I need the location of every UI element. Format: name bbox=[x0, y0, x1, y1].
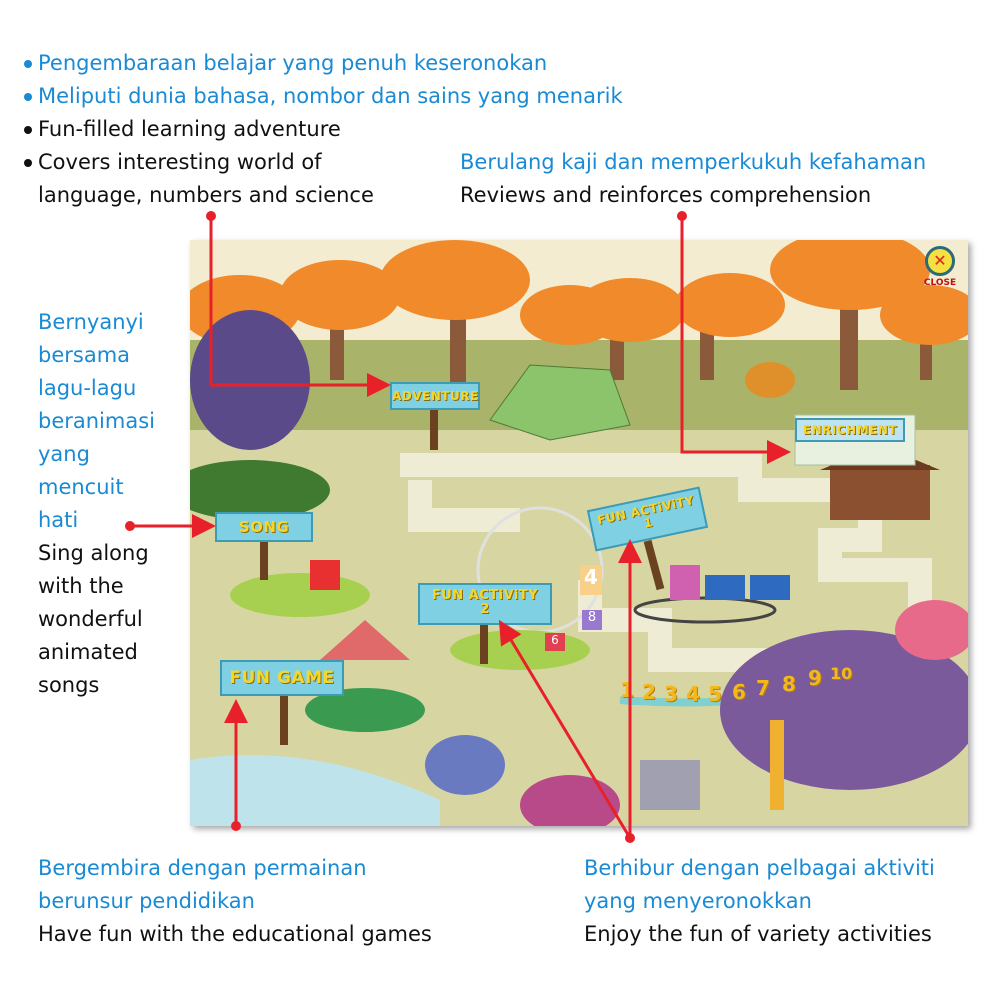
arrow-enrichment bbox=[680, 216, 791, 464]
flag-8: 8 bbox=[582, 610, 602, 630]
sign-post bbox=[280, 695, 288, 745]
intro-en-1: Fun-filled learning adventure bbox=[38, 117, 341, 141]
intro-ms-1: Pengembaraan belajar yang penuh keserono… bbox=[38, 51, 548, 75]
song-note-en: wonderful bbox=[38, 607, 143, 631]
arrow-dot bbox=[206, 211, 216, 221]
track-number: 8 bbox=[782, 672, 796, 696]
bullet-icon bbox=[24, 93, 32, 101]
track-number: 4 bbox=[686, 682, 700, 706]
track-number: 2 bbox=[642, 680, 656, 704]
song-note: Bernyanyi bersama lagu-lagu beranimasi y… bbox=[38, 306, 155, 702]
game-note-en: Have fun with the educational games bbox=[38, 922, 432, 946]
arrow-fun-activity-2 bbox=[498, 619, 632, 839]
track-number: 7 bbox=[756, 676, 770, 700]
track-number: 5 bbox=[708, 682, 722, 706]
fun-activity-2-number: 2 bbox=[480, 601, 490, 617]
flag-4: 4 bbox=[580, 565, 602, 595]
track-number: 6 bbox=[732, 680, 746, 704]
bullet-icon bbox=[24, 159, 32, 167]
close-circle: ✕ bbox=[925, 246, 955, 276]
track-number: 9 bbox=[808, 666, 822, 690]
arrow-dot bbox=[231, 821, 241, 831]
game-note-ms-1: Bergembira dengan permainan bbox=[38, 856, 367, 880]
fun-activity-2-label: FUN ACTiViTY bbox=[431, 588, 539, 603]
song-note-ms: Bernyanyi bbox=[38, 310, 144, 334]
track-number: 10 bbox=[830, 664, 853, 683]
arrow-adventure bbox=[209, 216, 391, 397]
intro-en-2: Covers interesting world of bbox=[38, 150, 322, 174]
intro-ms-2: Meliputi dunia bahasa, nombor dan sains … bbox=[38, 84, 623, 108]
song-note-en: with the bbox=[38, 574, 124, 598]
game-map-screenshot: ✕ CLOSE ADVENTURE ENRICHMENT SONG FUN AC… bbox=[190, 240, 968, 826]
arrow-dot bbox=[625, 833, 635, 843]
game-note-ms-2: berunsur pendidikan bbox=[38, 889, 255, 913]
sign-post bbox=[480, 624, 488, 664]
song-note-en: songs bbox=[38, 673, 100, 697]
close-label: CLOSE bbox=[923, 278, 957, 288]
song-note-ms: yang bbox=[38, 442, 90, 466]
arrow-dot bbox=[677, 211, 687, 221]
enrichment-sign[interactable]: ENRICHMENT bbox=[795, 418, 905, 442]
adventure-sign[interactable]: ADVENTURE bbox=[390, 382, 480, 410]
sign-post bbox=[260, 540, 268, 580]
fun-activity-2-sign[interactable]: FUN ACTiViTY 2 bbox=[418, 583, 552, 625]
activity-note-en: Enjoy the fun of variety activities bbox=[584, 922, 932, 946]
arrow-dot bbox=[125, 521, 135, 531]
activity-note-ms-1: Berhibur dengan pelbagai aktiviti bbox=[584, 856, 935, 880]
bullet-icon bbox=[24, 60, 32, 68]
song-note-ms: beranimasi bbox=[38, 409, 155, 433]
game-scenery bbox=[190, 240, 968, 826]
activity-note-ms-2: yang menyeronokkan bbox=[584, 889, 812, 913]
song-note-ms: mencuit bbox=[38, 475, 124, 499]
song-note-ms: hati bbox=[38, 508, 79, 532]
bullet-icon bbox=[24, 126, 32, 134]
song-sign[interactable]: SONG bbox=[215, 512, 313, 542]
enrichment-note-ms: Berulang kaji dan memperkukuh kefahaman bbox=[460, 150, 927, 174]
song-note-ms: bersama bbox=[38, 343, 131, 367]
song-note-ms: lagu-lagu bbox=[38, 376, 137, 400]
enrichment-note-en: Reviews and reinforces comprehension bbox=[460, 183, 872, 207]
sign-post bbox=[430, 410, 438, 450]
flag-6: 6 bbox=[545, 633, 565, 651]
song-note-en: Sing along bbox=[38, 541, 149, 565]
close-button[interactable]: ✕ CLOSE bbox=[918, 246, 962, 292]
intro-en-2-cont: language, numbers and science bbox=[38, 183, 374, 207]
track-number: 3 bbox=[664, 682, 678, 706]
close-x-icon: ✕ bbox=[933, 251, 947, 270]
fun-game-sign[interactable]: FUN GAME bbox=[220, 660, 344, 696]
song-note-en: animated bbox=[38, 640, 138, 664]
